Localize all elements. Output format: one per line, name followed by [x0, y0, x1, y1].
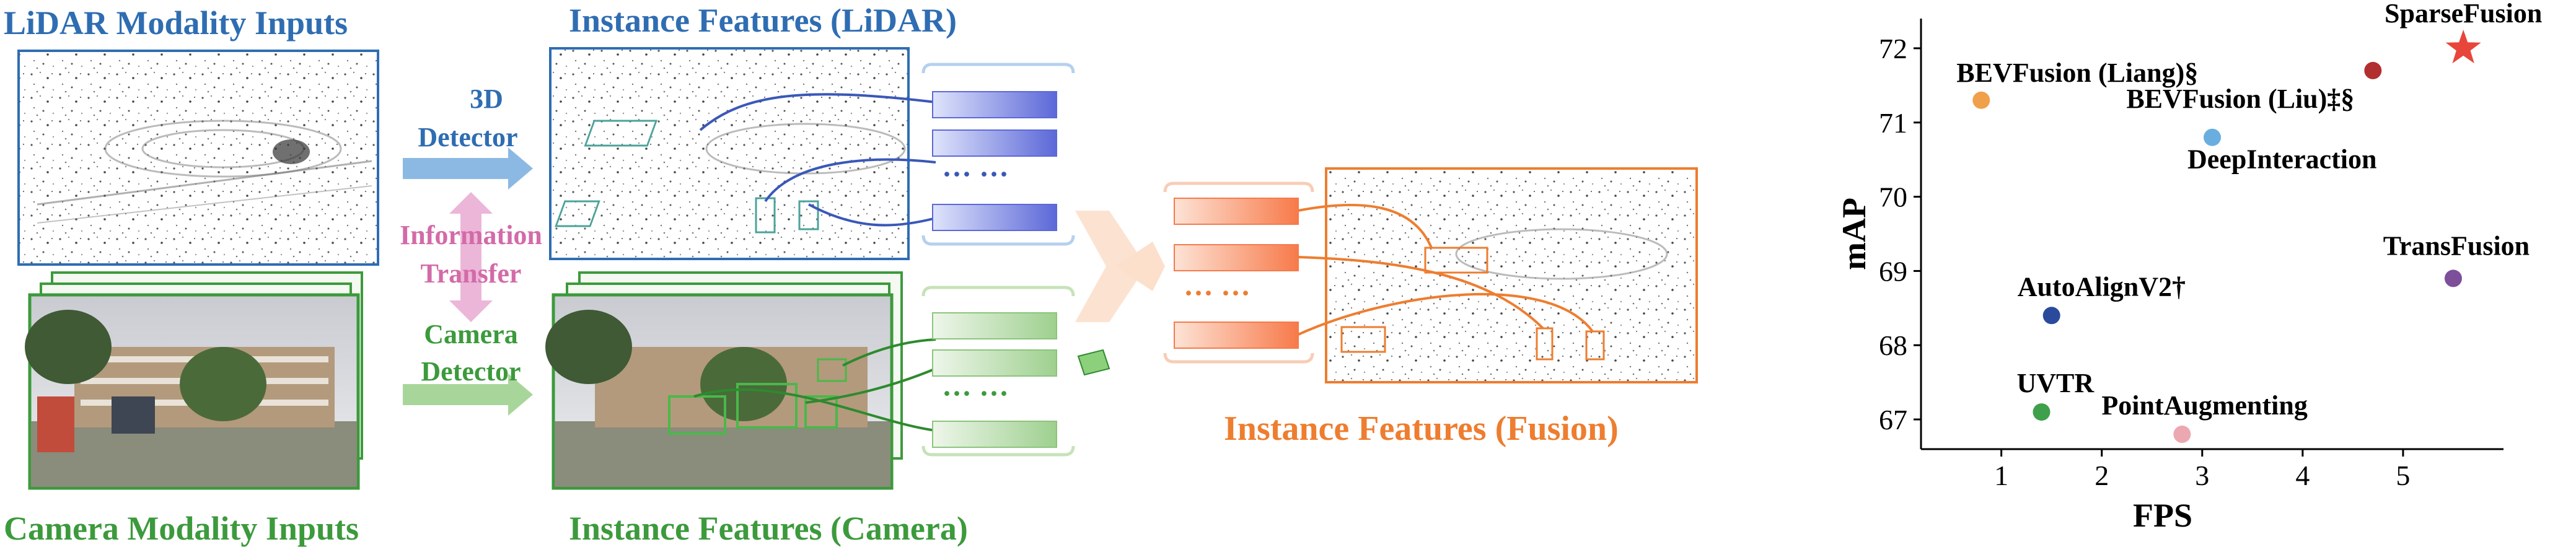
point-label: DeepInteraction — [2187, 144, 2377, 175]
point-marker — [2204, 128, 2221, 146]
detector3d-label-line1: 3D — [470, 84, 503, 114]
lidar-input-panel — [17, 50, 379, 266]
camera-detector-label-line2: Detector — [421, 356, 521, 387]
y-axis-label: mAP — [1835, 198, 1873, 270]
merge-arrow — [1075, 211, 1165, 322]
point-label: AutoAlignV2† — [2018, 271, 2186, 302]
point-marker-star — [2445, 29, 2481, 64]
point-label: PointAugmenting — [2101, 390, 2307, 421]
camera-input-stack — [25, 271, 363, 490]
lidar-token-ellipsis: ··· ··· — [942, 158, 1009, 191]
lidar-instance-title: Instance Features (LiDAR) — [569, 2, 957, 39]
detector3d-label-line2: Detector — [418, 122, 518, 152]
x-tick-label: 5 — [2396, 460, 2410, 491]
y-tick-label: 70 — [1879, 182, 1907, 213]
y-tick-label: 67 — [1879, 404, 1907, 435]
point-marker — [2364, 61, 2382, 79]
lidar-inputs-title: LiDAR Modality Inputs — [4, 4, 348, 42]
camera-instance-title: Instance Features (Camera) — [569, 510, 968, 547]
point-label: BEVFusion (Liang)§ — [1956, 58, 2198, 88]
information-transfer-arrow — [449, 192, 493, 322]
camera-inputs-title: Camera Modality Inputs — [4, 510, 359, 547]
point-marker — [2033, 403, 2051, 421]
camera-instance-stack — [545, 271, 936, 490]
lidar-token-column — [921, 63, 1075, 246]
fusion-output-panel — [1298, 167, 1698, 383]
camera-detector-label-line1: Camera — [424, 319, 518, 349]
x-tick-label: 4 — [2295, 460, 2310, 491]
point-marker — [2042, 307, 2060, 325]
x-tick-label: 2 — [2095, 460, 2109, 491]
lidar-detector-arrow — [403, 147, 533, 190]
fusion-token-ellipsis: ··· ··· — [1184, 277, 1251, 310]
y-tick-label: 68 — [1879, 330, 1907, 361]
info-transfer-label-line2: Transfer — [420, 258, 522, 289]
point-marker — [2173, 426, 2191, 444]
camera-token-ellipsis: ··· ··· — [942, 377, 1009, 410]
point-label: SparseFusion — [2385, 0, 2542, 28]
x-tick-label: 1 — [1994, 460, 2008, 491]
point-label: BEVFusion (Liu)‡§ — [2126, 84, 2354, 114]
x-tick-label: 3 — [2195, 460, 2209, 491]
lidar-instance-panel — [549, 47, 936, 260]
fusion-token-column — [1163, 182, 1314, 364]
point-label: TransFusion — [2383, 230, 2530, 261]
y-tick-label: 71 — [1879, 107, 1907, 139]
point-label: UVTR — [2016, 368, 2095, 398]
y-tick-label: 72 — [1879, 33, 1907, 64]
point-marker — [1972, 91, 1990, 109]
x-axis-label: FPS — [2133, 497, 2192, 534]
info-transfer-label-line1: Information — [400, 220, 542, 250]
fusion-instance-title: Instance Features (Fusion) — [1224, 409, 1619, 448]
y-tick-label: 69 — [1879, 255, 1907, 287]
camera-detector-arrow — [403, 374, 533, 416]
camera-token-column — [921, 286, 1110, 457]
point-marker — [2444, 269, 2462, 287]
